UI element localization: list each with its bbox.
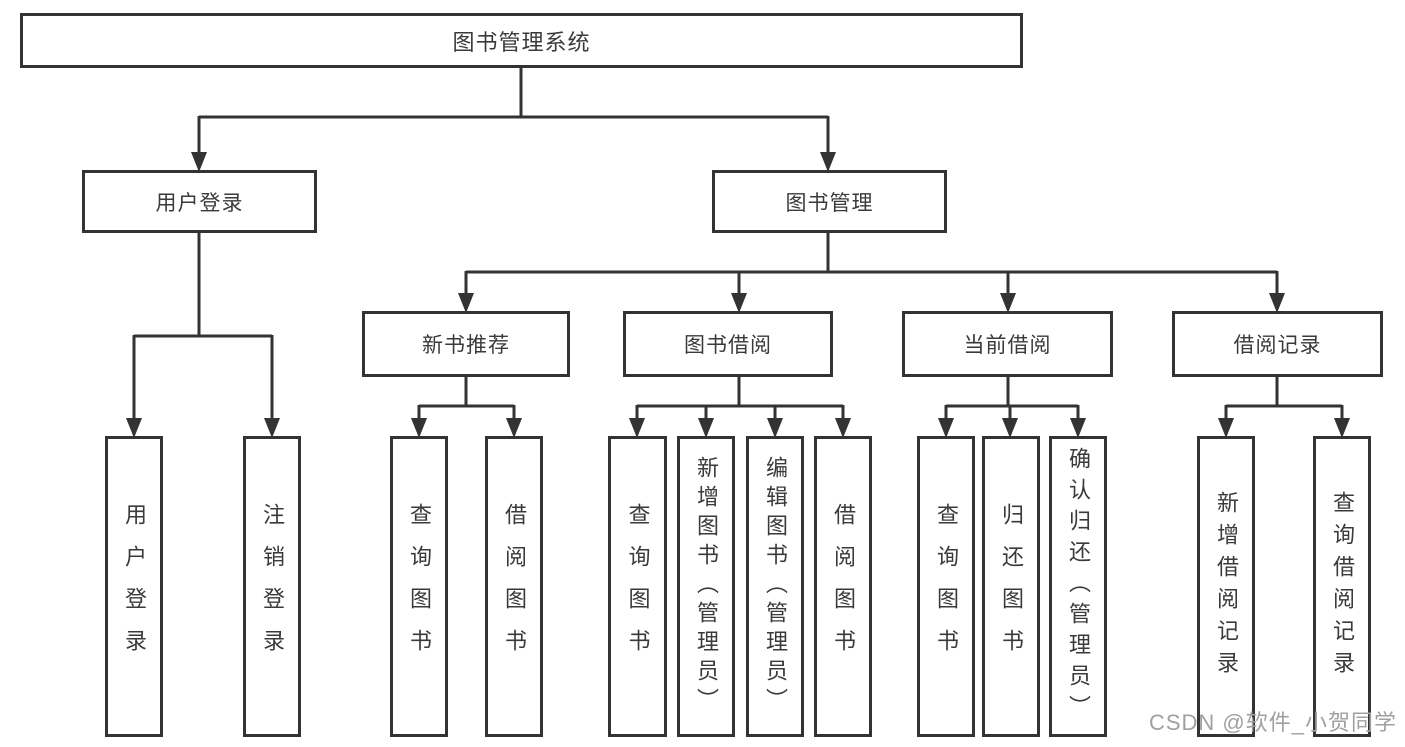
node-leaf-query-borrow-record: 查询借阅记录 bbox=[1313, 436, 1371, 737]
node-label: 查询图书 bbox=[934, 502, 959, 671]
arrow-down-icon bbox=[264, 418, 280, 438]
arrow-down-icon bbox=[938, 418, 954, 438]
node-leaf-user-login: 用户登录 bbox=[105, 436, 163, 737]
node-label: 借阅图书 bbox=[831, 502, 856, 671]
node-label: 归还图书 bbox=[999, 502, 1024, 671]
node-leaf-query-book: 查询图书 bbox=[390, 436, 448, 737]
node-label: 查询借阅记录 bbox=[1330, 490, 1355, 683]
node-label: 图书管理 bbox=[785, 191, 874, 215]
arrow-down-icon bbox=[731, 293, 747, 313]
node-leaf-borrow-book: 借阅图书 bbox=[814, 436, 872, 737]
arrow-down-icon bbox=[698, 418, 714, 438]
arrow-down-icon bbox=[1002, 418, 1018, 438]
node-leaf-query-book: 查询图书 bbox=[608, 436, 667, 737]
arrow-down-icon bbox=[506, 418, 522, 438]
node-label: 新增图书（管理员） bbox=[694, 456, 719, 717]
arrow-down-icon bbox=[126, 418, 142, 438]
node-label: 新书推荐 bbox=[422, 334, 510, 357]
arrow-down-icon bbox=[629, 418, 645, 438]
arrow-down-icon bbox=[820, 152, 836, 172]
node-label: 确认归还（管理员） bbox=[1066, 447, 1091, 726]
arrow-down-icon bbox=[1218, 418, 1234, 438]
arrow-down-icon bbox=[191, 152, 207, 172]
node-book-management-branch: 图书管理 bbox=[712, 170, 947, 233]
arrow-down-icon bbox=[835, 418, 851, 438]
node-leaf-borrow-book: 借阅图书 bbox=[485, 436, 543, 737]
arrow-down-icon bbox=[458, 293, 474, 313]
node-label: 用户登录 bbox=[122, 502, 147, 671]
node-root-system: 图书管理系统 bbox=[20, 13, 1023, 68]
arrow-down-icon bbox=[1269, 293, 1285, 313]
arrow-down-icon bbox=[767, 418, 783, 438]
node-leaf-confirm-return-admin: 确认归还（管理员） bbox=[1049, 436, 1107, 737]
arrow-down-icon bbox=[1070, 418, 1086, 438]
node-label: 新增借阅记录 bbox=[1214, 490, 1239, 683]
node-leaf-return-book: 归还图书 bbox=[982, 436, 1040, 737]
node-borrowing-records: 借阅记录 bbox=[1172, 311, 1383, 377]
csdn-watermark: CSDN @软件_小贺同学 bbox=[1148, 710, 1397, 735]
node-label: 编辑图书（管理员） bbox=[763, 456, 788, 717]
node-label: 图书借阅 bbox=[684, 334, 772, 357]
node-label: 图书管理系统 bbox=[452, 29, 591, 55]
node-leaf-add-borrow-record: 新增借阅记录 bbox=[1197, 436, 1255, 737]
node-label: 借阅图书 bbox=[502, 502, 527, 671]
node-label: 当前借阅 bbox=[963, 334, 1052, 357]
arrow-down-icon bbox=[1334, 418, 1350, 438]
node-label: 查询图书 bbox=[625, 502, 651, 671]
node-leaf-logout: 注销登录 bbox=[243, 436, 301, 737]
node-label: 查询图书 bbox=[407, 502, 432, 671]
node-new-book-recommend: 新书推荐 bbox=[362, 311, 570, 377]
node-user-login-branch: 用户登录 bbox=[82, 170, 317, 233]
arrow-down-icon bbox=[411, 418, 427, 438]
node-leaf-query-book: 查询图书 bbox=[917, 436, 975, 737]
node-label: 借阅记录 bbox=[1233, 334, 1322, 357]
node-book-borrowing: 图书借阅 bbox=[623, 311, 833, 377]
node-leaf-add-book-admin: 新增图书（管理员） bbox=[677, 436, 735, 737]
node-label: 注销登录 bbox=[260, 502, 285, 671]
arrow-down-icon bbox=[1000, 293, 1016, 313]
node-leaf-edit-book-admin: 编辑图书（管理员） bbox=[746, 436, 804, 737]
node-label: 用户登录 bbox=[155, 191, 244, 215]
node-current-borrowing: 当前借阅 bbox=[902, 311, 1113, 377]
